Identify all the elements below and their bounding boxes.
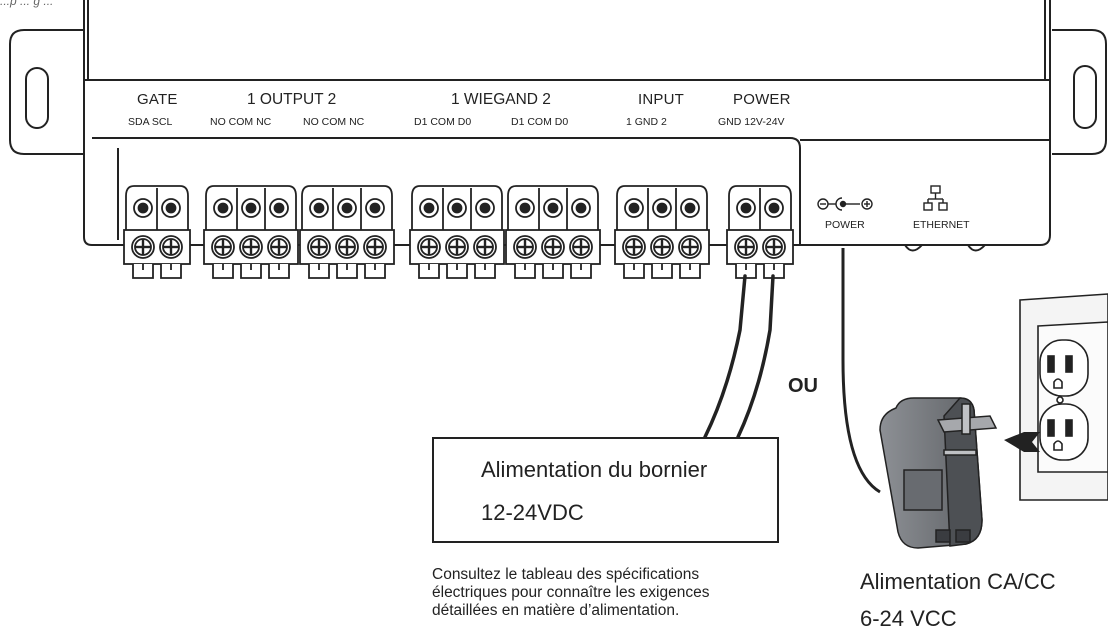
input-label: INPUT xyxy=(638,91,684,108)
wiegand-label: 1 WIEGAND 2 xyxy=(451,91,551,108)
terminal-block-gate xyxy=(123,185,191,279)
spec-note-line-3: détaillées en matière d’alimentation. xyxy=(432,602,680,619)
output-pins-1: NO COM NC xyxy=(210,116,272,128)
terminal-power-voltage: 12-24VDC xyxy=(481,500,584,525)
ac-dc-adapter xyxy=(879,397,998,549)
gate-pins: SDA SCL xyxy=(128,116,173,128)
terminal-block-wiegand-2 xyxy=(505,185,601,279)
network-icon xyxy=(923,185,948,211)
terminal-block-output-2 xyxy=(299,185,395,279)
output-label: 1 OUTPUT 2 xyxy=(247,91,337,108)
output-pins-2: NO COM NC xyxy=(303,116,365,128)
wiegand-pins-1: D1 COM D0 xyxy=(414,116,472,128)
right-mounting-flange xyxy=(1052,29,1107,155)
power-terminal-label: POWER xyxy=(733,91,791,108)
left-mounting-flange xyxy=(9,29,84,155)
adapter-cable xyxy=(841,248,881,494)
adapter-voltage: 6-24 VCC xyxy=(860,606,957,631)
terminal-block-power xyxy=(726,185,794,279)
wiegand-pins-2: D1 COM D0 xyxy=(511,116,569,128)
plug-in-arrow-icon xyxy=(1004,432,1040,452)
terminal-block-output-1 xyxy=(203,185,299,279)
terminal-power-box: Alimentation du bornier 12-24VDC xyxy=(432,437,779,543)
dc-polarity-icon xyxy=(817,197,873,211)
ethernet-port-label: ETHERNET xyxy=(913,219,970,231)
spec-note-line-1: Consultez le tableau des spécifications xyxy=(432,566,700,583)
terminal-blocks xyxy=(123,185,794,279)
adapter-title: Alimentation CA/CC xyxy=(860,569,1056,594)
or-label: OU xyxy=(788,375,818,397)
terminal-block-wiegand-1 xyxy=(409,185,505,279)
spec-note: Consultez le tableau des spécifications … xyxy=(432,566,709,620)
terminal-power-wires xyxy=(703,274,775,439)
terminal-power-title: Alimentation du bornier xyxy=(481,457,708,482)
gate-label: GATE xyxy=(137,91,178,108)
dc-jack-label: POWER xyxy=(825,219,865,231)
terminal-block-input xyxy=(614,185,710,279)
spec-note-line-2: électriques pour connaître les exigences xyxy=(432,584,710,601)
wall-outlet xyxy=(1019,293,1108,501)
cropped-caption: ...p ... g ... xyxy=(0,0,54,8)
power-terminal-pins: GND 12V-24V xyxy=(718,116,785,128)
input-pins: 1 GND 2 xyxy=(626,116,667,128)
